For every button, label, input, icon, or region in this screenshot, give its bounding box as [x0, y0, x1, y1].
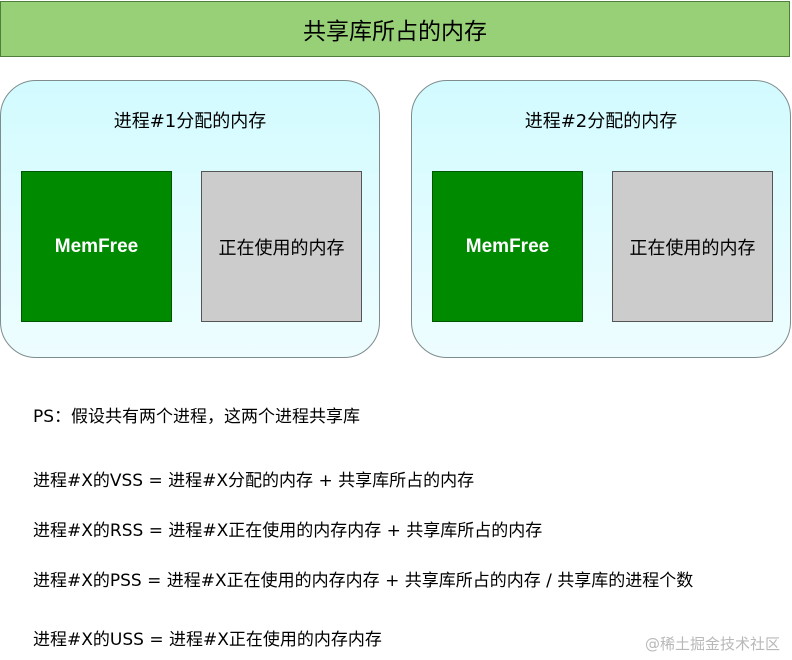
process-2-in-use-block: 正在使用的内存 [612, 171, 773, 322]
process-1-memfree-block: MemFree [21, 171, 172, 322]
watermark: @稀土掘金技术社区 [644, 635, 780, 653]
vss-formula: 进程#X的VSS = 进程#X分配的内存 + 共享库所占的内存 [33, 471, 475, 491]
process-1-memfree-label: MemFree [54, 235, 139, 257]
shared-library-memory-bar: 共享库所占的内存 [0, 1, 790, 57]
process-1-in-use-block: 正在使用的内存 [201, 171, 362, 322]
process-1-memory-box: 进程#1分配的内存 MemFree 正在使用的内存 [0, 80, 380, 358]
ps-note: PS：假设共有两个进程，这两个进程共享库 [33, 407, 361, 427]
process-2-title: 进程#2分配的内存 [524, 111, 678, 132]
process-2-memfree-block: MemFree [432, 171, 583, 322]
shared-library-memory-label: 共享库所占的内存 [303, 19, 487, 45]
process-1-in-use-label: 正在使用的内存 [218, 237, 345, 259]
rss-formula: 进程#X的RSS = 进程#X正在使用的内存内存 + 共享库所占的内存 [33, 521, 543, 541]
pss-formula: 进程#X的PSS = 进程#X正在使用的内存内存 + 共享库所占的内存 / 共享… [33, 571, 694, 591]
uss-formula: 进程#X的USS = 进程#X正在使用的内存内存 [33, 630, 382, 650]
process-2-in-use-label: 正在使用的内存 [629, 237, 756, 259]
process-2-memfree-label: MemFree [465, 235, 550, 257]
process-2-memory-box: 进程#2分配的内存 MemFree 正在使用的内存 [411, 80, 791, 358]
process-1-title: 进程#1分配的内存 [113, 111, 267, 132]
